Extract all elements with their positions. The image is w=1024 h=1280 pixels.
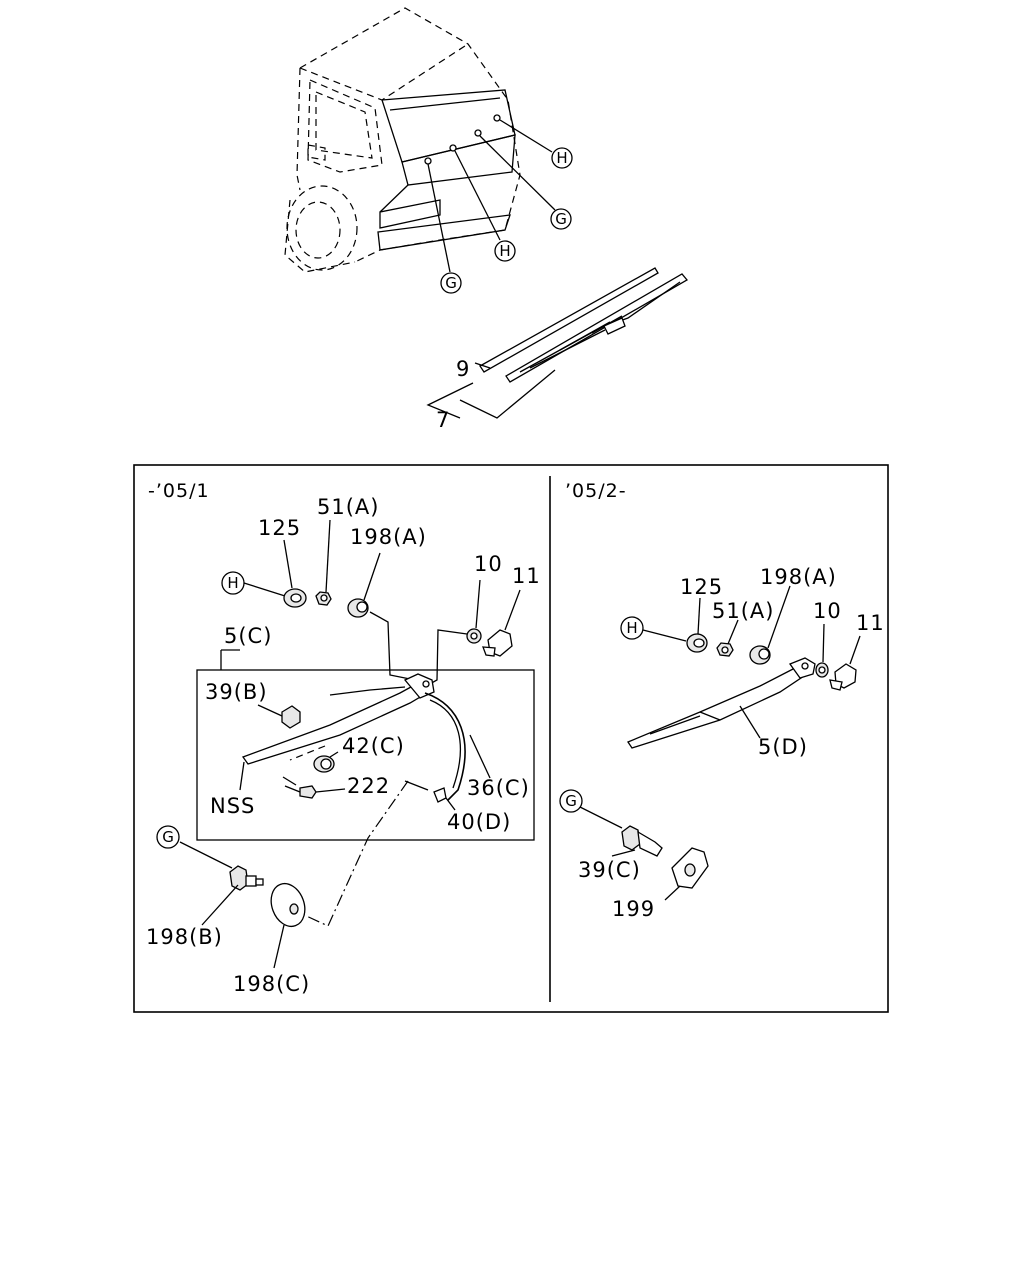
callout-label: H bbox=[227, 574, 238, 592]
label-51a-left: 51(A) bbox=[317, 495, 379, 519]
period-label-left: -’05/1 bbox=[148, 480, 210, 502]
right-parts-drawing bbox=[579, 585, 861, 901]
label-5c: 5(C) bbox=[224, 624, 272, 648]
label-39c: 39(C) bbox=[578, 858, 641, 882]
label-11-left: 11 bbox=[512, 564, 541, 588]
label-39b: 39(B) bbox=[205, 680, 268, 704]
label-42c: 42(C) bbox=[342, 734, 405, 758]
label-198c: 198(C) bbox=[233, 972, 310, 996]
wiper-blade-illustration bbox=[426, 267, 688, 419]
callout-label: G bbox=[162, 828, 174, 846]
truck-cab-illustration bbox=[284, 7, 556, 273]
callout-g-right: G bbox=[559, 789, 583, 813]
label-11-right: 11 bbox=[856, 611, 885, 635]
label-51a-right: 51(A) bbox=[712, 599, 774, 623]
label-199: 199 bbox=[612, 897, 655, 921]
label-125-left: 125 bbox=[258, 516, 301, 540]
label-blade: 7 bbox=[436, 408, 450, 432]
label-198a-left: 198(A) bbox=[350, 525, 427, 549]
label-222: 222 bbox=[347, 774, 390, 798]
callout-label: G bbox=[445, 274, 457, 292]
label-10-left: 10 bbox=[474, 552, 503, 576]
left-parts-drawing bbox=[179, 519, 535, 969]
label-40d: 40(D) bbox=[447, 810, 511, 834]
label-10-right: 10 bbox=[813, 599, 842, 623]
label-36c: 36(C) bbox=[467, 776, 530, 800]
callout-label: G bbox=[565, 792, 577, 810]
label-125-right: 125 bbox=[680, 575, 723, 599]
callout-g-top-left: G bbox=[440, 272, 462, 294]
callout-label: H bbox=[499, 242, 510, 260]
callout-h-top-right: H bbox=[551, 147, 573, 169]
label-198b: 198(B) bbox=[146, 925, 223, 949]
callout-h-right: H bbox=[620, 616, 644, 640]
label-198a-right: 198(A) bbox=[760, 565, 837, 589]
callout-g-top-right: G bbox=[550, 208, 572, 230]
label-blade-rubber: 9 bbox=[456, 357, 470, 381]
period-label-right: ’05/2- bbox=[565, 480, 627, 502]
label-5d: 5(D) bbox=[758, 735, 808, 759]
callout-h-top-center: H bbox=[494, 240, 516, 262]
callout-g-left: G bbox=[156, 825, 180, 849]
label-nss: NSS bbox=[210, 794, 255, 818]
parts-frame bbox=[133, 464, 889, 1013]
callout-h-left: H bbox=[221, 571, 245, 595]
callout-label: G bbox=[555, 210, 567, 228]
callout-label: H bbox=[626, 619, 637, 637]
callout-label: H bbox=[556, 149, 567, 167]
